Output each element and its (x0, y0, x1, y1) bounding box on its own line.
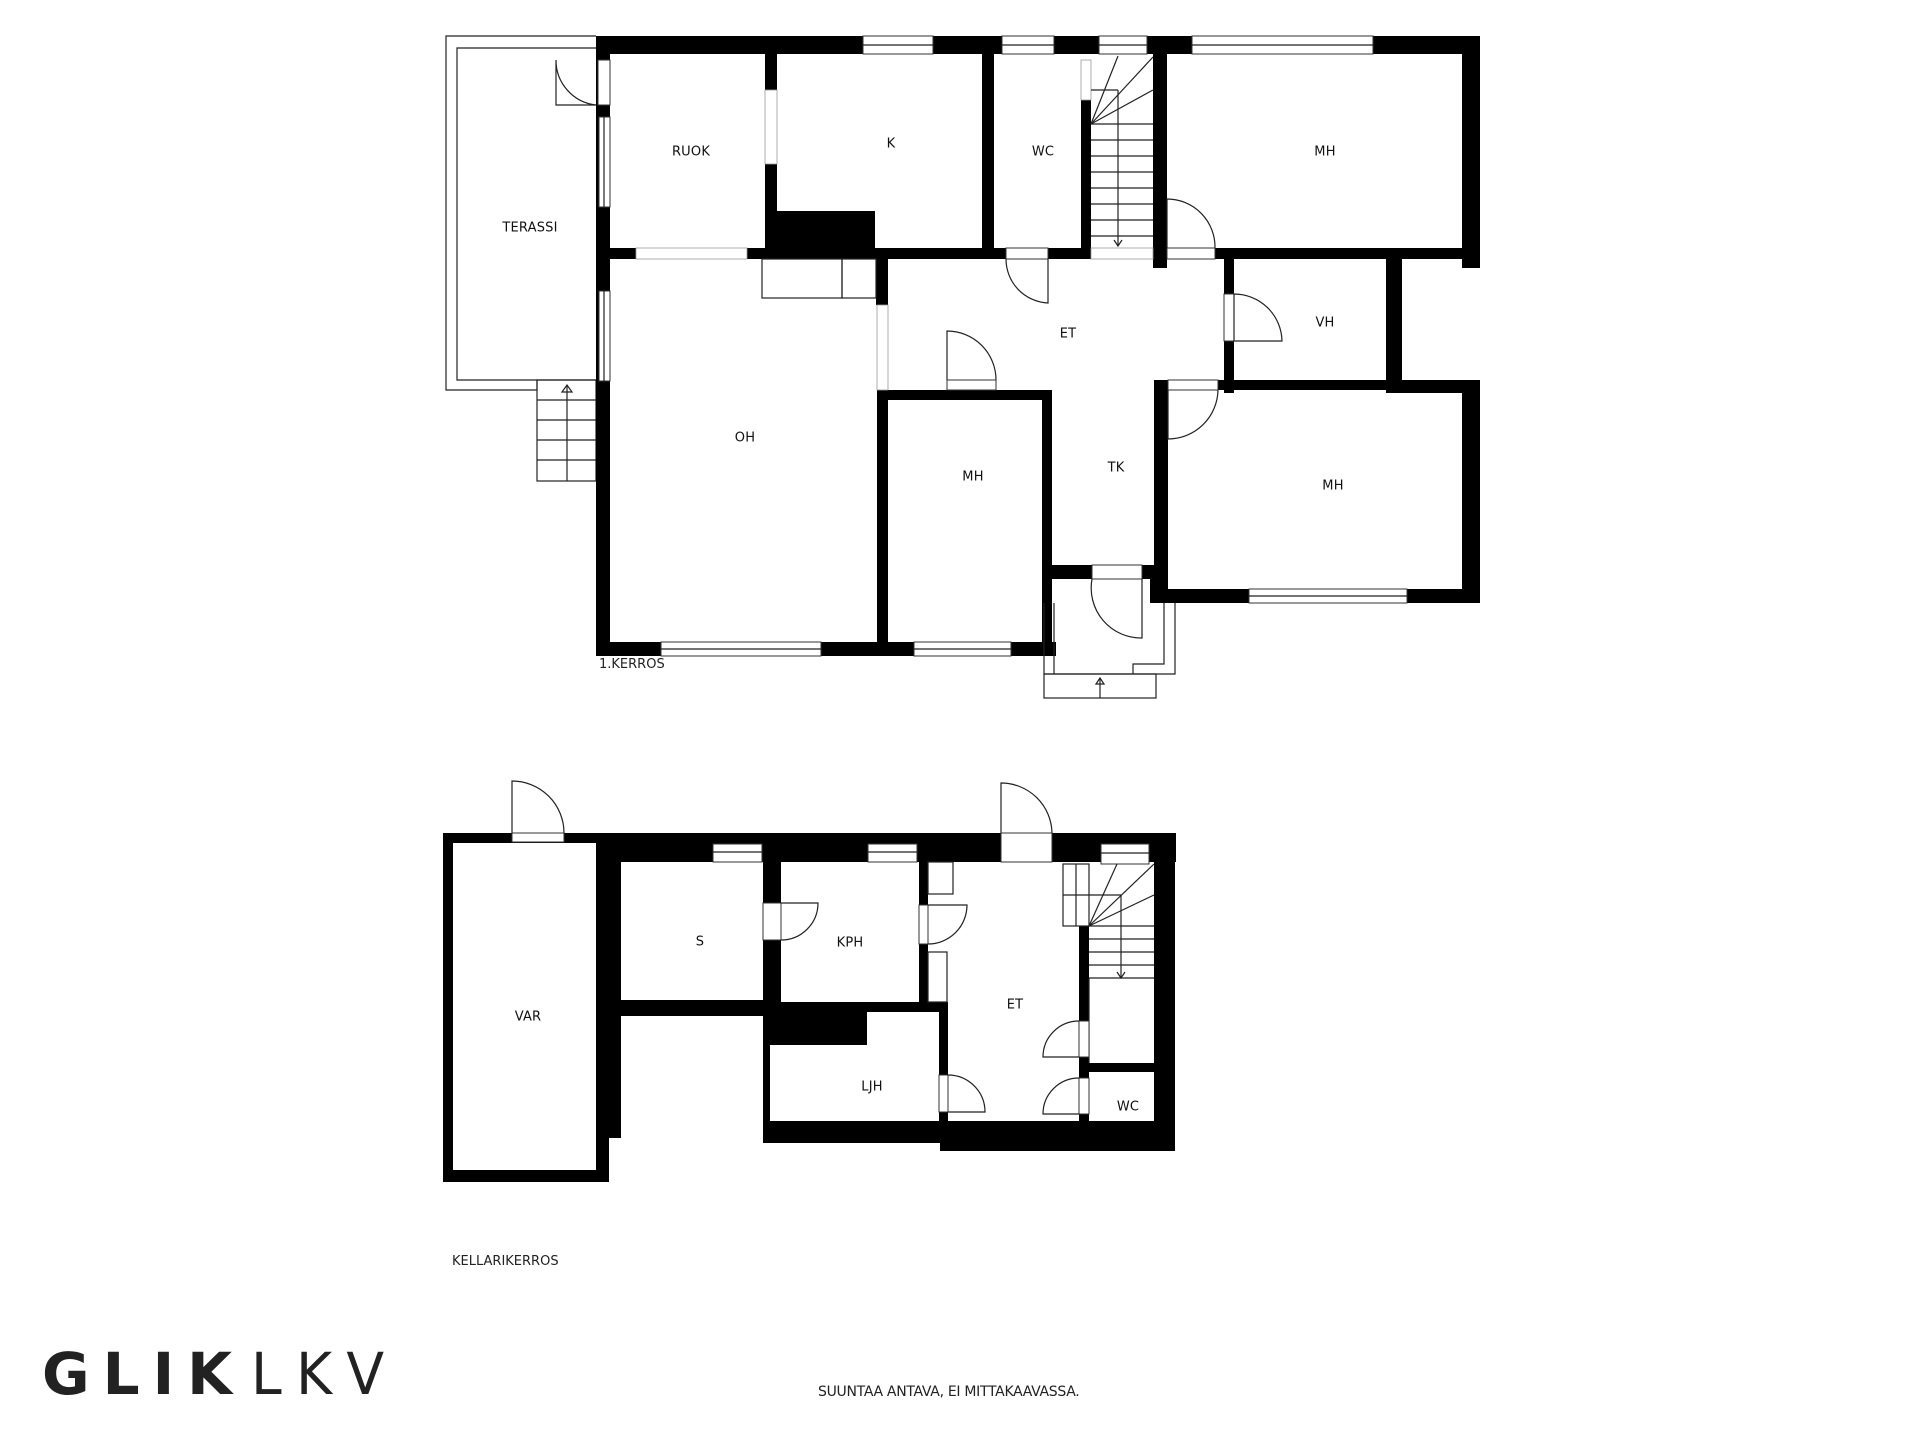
logo-light-text: LKV (251, 1340, 399, 1408)
basement-doors (511, 780, 1090, 1115)
first-floor-doors (555, 59, 1283, 639)
floor-title-first: 1.KERROS (599, 657, 665, 672)
logo-bold-text: GLIK (42, 1340, 246, 1408)
room-label-vh: VH (1315, 315, 1335, 331)
basement-windows (712, 843, 1150, 865)
basement-plan (443, 780, 1176, 1182)
first-floor-windows (598, 35, 1408, 657)
first-floor-walls (596, 36, 1480, 656)
room-label-mh-right: MH (1322, 478, 1344, 494)
room-label-tk: TK (1107, 460, 1125, 476)
first-floor-plan (445, 35, 1480, 699)
room-label-oh: OH (734, 430, 756, 446)
basement-walls (443, 833, 1176, 1182)
first-floor-openings (635, 59, 1154, 391)
room-label-s: S (695, 934, 705, 950)
company-logo: GLIK LKV (42, 1340, 406, 1408)
terrace-outline (445, 35, 597, 482)
room-label-mh-mid: MH (962, 469, 984, 485)
room-label-kitchen: K (886, 136, 896, 152)
scale-disclaimer: SUUNTAA ANTAVA, EI MITTAKAAVASSA. (818, 1384, 1080, 1400)
room-label-ljh: LJH (861, 1079, 883, 1095)
entrance-porch (1043, 603, 1176, 699)
first-floor-stairs (1090, 55, 1154, 248)
room-label-terassi: TERASSI (502, 220, 558, 236)
room-label-var: VAR (514, 1009, 542, 1025)
floor-title-basement: KELLARIKERROS (452, 1254, 559, 1269)
room-label-mh-top: MH (1314, 144, 1336, 160)
room-label-et-basement: ET (1006, 997, 1024, 1013)
fireplace-outline (761, 258, 877, 299)
room-label-kph: KPH (836, 935, 864, 951)
room-label-wc-basement: WC (1116, 1099, 1140, 1115)
room-label-ruok: RUOK (671, 144, 711, 160)
basement-stairs (1062, 863, 1155, 1063)
room-label-et-first: ET (1059, 326, 1077, 342)
room-label-wc-first: WC (1031, 144, 1055, 160)
